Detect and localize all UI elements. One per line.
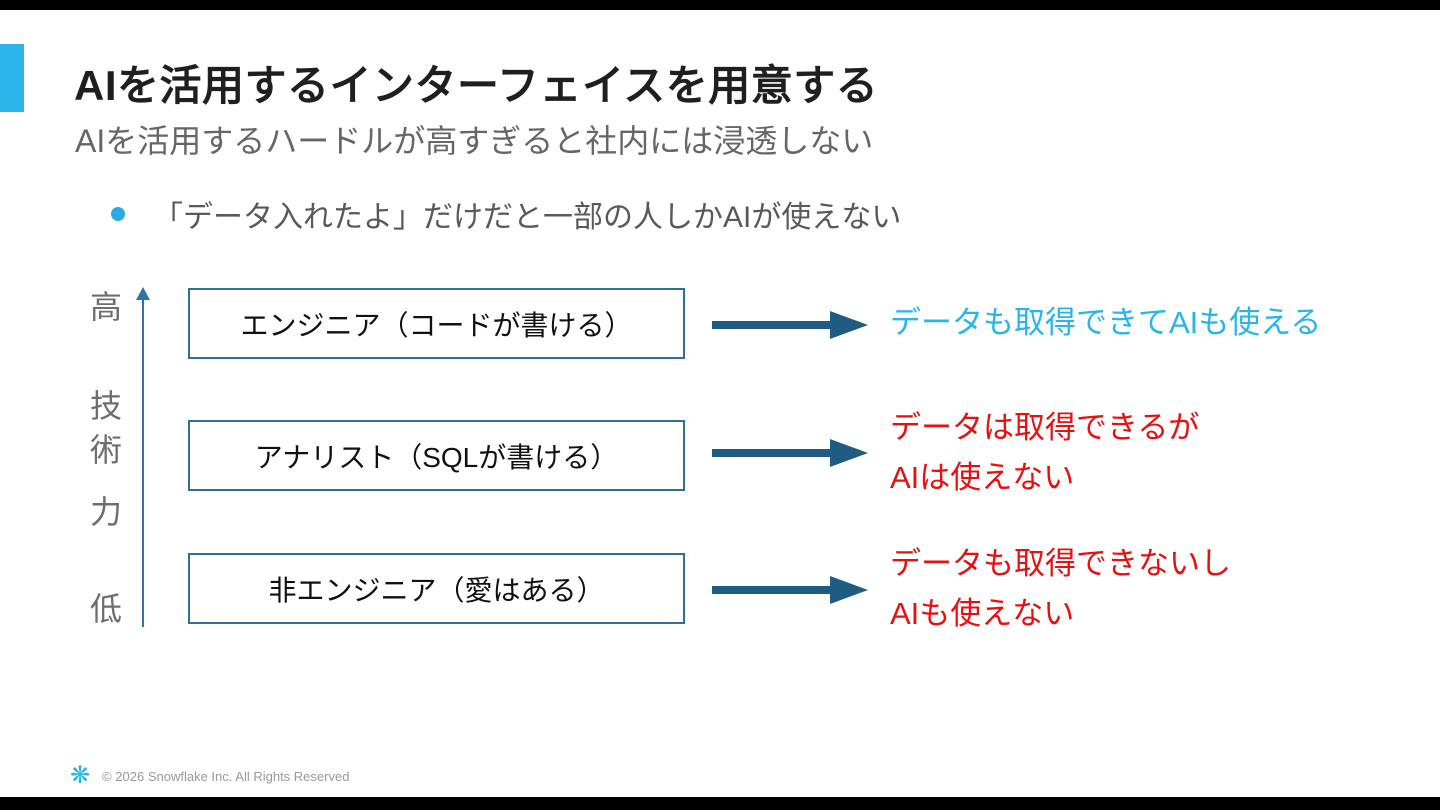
axis-label-skill-char-1: 技 [89,388,122,424]
arrow-shaft [712,449,832,457]
axis-label-skill-char-2: 術 [89,432,122,468]
right-arrow-icon-3 [712,576,868,604]
right-arrow-icon-2 [712,439,868,467]
arrow-head [830,311,868,339]
axis-label-low: 低 [89,591,122,627]
arrow-shaft [712,321,832,329]
bottom-letterbox-bar [0,797,1440,810]
result-non-engineer-line-2: AIも使えない [890,596,1075,631]
axis-arrowhead-icon [136,287,150,300]
footer: ❋ © 2026 Snowflake Inc. All Rights Reser… [70,764,349,788]
bullet-text: 「データ入れたよ」だけだと一部の人しかAIが使えない [153,201,902,234]
arrow-shaft [712,586,832,594]
copyright-text: © 2026 Snowflake Inc. All Rights Reserve… [102,768,350,784]
axis-line [142,298,144,627]
page-title: AIを活用するインターフェイスを用意する [74,62,879,109]
snowflake-logo-icon: ❋ [70,762,91,789]
right-arrow-icon-1 [712,311,868,339]
axis-label-high: 高 [89,289,122,325]
top-letterbox-bar [0,0,1440,10]
result-analyst-line-1: データは取得できるが [890,410,1200,445]
tier-box-non-engineer: 非エンジニア（愛はある） [188,553,685,624]
axis-label-skill-char-3: 力 [89,494,122,530]
arrow-head [830,576,868,604]
tier-box-engineer: エンジニア（コードが書ける） [188,288,685,359]
tier-box-analyst: アナリスト（SQLが書ける） [188,420,685,491]
result-engineer-line-1: データも取得できてAIも使える [890,305,1322,340]
arrow-head [830,439,868,467]
title-accent-square [0,44,24,112]
result-analyst-line-2: AIは使えない [890,460,1075,495]
result-non-engineer-line-1: データも取得できないし [890,546,1231,581]
bullet-item: 「データ入れたよ」だけだと一部の人しかAIが使えない [111,192,901,236]
bullet-dot-icon [111,207,125,221]
slide-subtitle: AIを活用するハードルが高すぎると社内には浸透しない [75,123,874,159]
